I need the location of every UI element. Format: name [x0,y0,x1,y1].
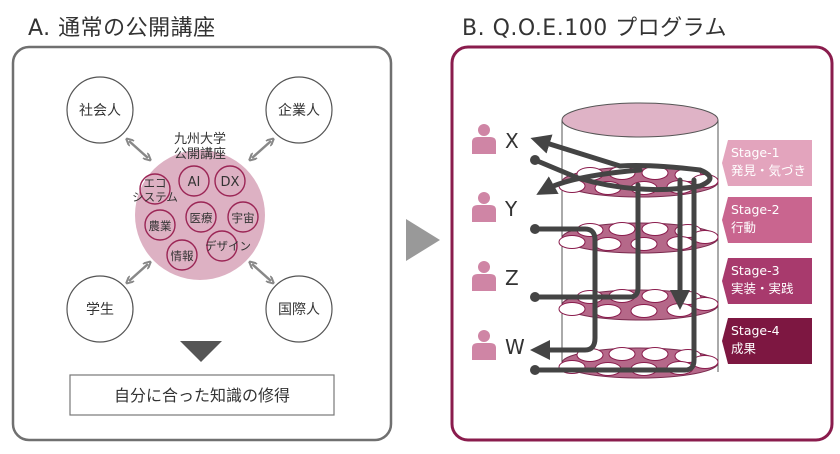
seat-hole [608,347,636,361]
path-x-to-y [536,167,643,195]
person-icon [472,261,496,291]
topic-ring-eco [139,173,171,205]
learner-label: Y [504,197,518,221]
stage-desc: 成果 [731,341,757,356]
topic-label: 農業 [149,219,172,233]
topic-ring-joho [166,239,198,271]
panel-b-title: B. Q.O.E.100 プログラム [462,16,728,41]
seat-hole [630,237,658,251]
path-w [532,177,697,373]
person-icon [472,330,496,360]
seat-hole [630,304,658,318]
topic-ring-iryo [185,201,217,233]
seat-hole [558,302,586,316]
topic-ring-nogyo [144,209,176,241]
learner-label: W [505,335,525,359]
stage-name: Stage-4 [731,323,780,338]
learner-label: Z [505,266,519,290]
topic-label: 情報 [171,249,194,263]
topic-label: AI [188,175,201,190]
topic-label: システム [132,190,178,204]
stage-desc: 実装・実践 [731,281,794,296]
topic-ring-uchu [227,201,259,233]
start-dot [530,155,540,165]
stage-tag-2: Stage-2 行動 [722,197,812,243]
path-y [530,226,598,360]
cylinder [561,102,719,372]
learner-y: Y [472,192,518,222]
audience-label: 国際人 [278,302,320,318]
audience-label: 学生 [86,302,114,318]
learner-w: W [472,330,525,360]
result-box [69,374,335,416]
panel-a-title: A. 通常の公開講座 [28,16,216,41]
learner-label: X [505,129,519,153]
audience-label: 企業人 [278,102,320,119]
topic-label: 宇宙 [232,211,255,225]
topic-label: エコ [144,176,167,190]
stage-tag-1: Stage-1 発見・気づき [722,140,812,186]
topic-ring-ai [178,165,210,197]
center-label-line1: 九州大学 [174,131,226,147]
stage-tag-3: Stage-3 実装・実践 [722,258,812,304]
double-arrow-icon [252,141,271,158]
audience-circle-kigyojin: 企業人 [265,76,333,144]
seat-hole [641,289,669,303]
stage-tag-4: Stage-4 成果 [722,318,812,364]
double-arrow-icon [129,141,148,158]
learner-z: Z [472,261,519,291]
seat-hole [666,303,694,317]
center-label-line2: 公開講座 [174,146,226,162]
stage-desc: 発見・気づき [731,163,806,178]
audience-circle-kokusaijin: 国際人 [265,275,333,343]
double-arrow-icon [252,264,271,281]
learner-x: X [472,124,519,154]
kyushu-univ-circle [135,150,265,280]
seat-hole [558,235,586,249]
seat-hole [641,222,669,236]
person-icon [472,124,496,154]
seat-hole [594,237,622,251]
topic-label: DX [221,175,240,190]
stage-name: Stage-1 [731,145,780,160]
seat-hole [608,222,636,236]
path-start-dots [530,155,540,375]
result-label: 自分に合った知識の修得 [114,386,290,405]
topic-ring-dx [214,165,246,197]
right-arrow-icon [406,219,440,261]
topic-label: 医療 [190,211,213,225]
audience-label: 社会人 [79,103,121,119]
path-x [530,134,713,193]
stage-name: Stage-2 [731,202,780,217]
stage-desc: 行動 [731,220,756,235]
learner-paths [530,134,713,373]
topic-ring-design [206,230,238,262]
double-arrow-icon [129,264,148,281]
person-icon [472,192,496,222]
topic-label: デザイン [205,239,251,253]
audience-circle-shakaijin: 社会人 [66,76,134,144]
start-dot [530,224,540,234]
path-z [532,182,641,300]
down-arrow-icon [180,341,222,362]
audience-circle-gakusei: 学生 [66,275,134,343]
stage-name: Stage-3 [731,263,780,278]
start-dot [530,365,540,375]
start-dot [530,292,540,302]
seat-hole [594,304,622,318]
seat-hole [641,347,669,361]
